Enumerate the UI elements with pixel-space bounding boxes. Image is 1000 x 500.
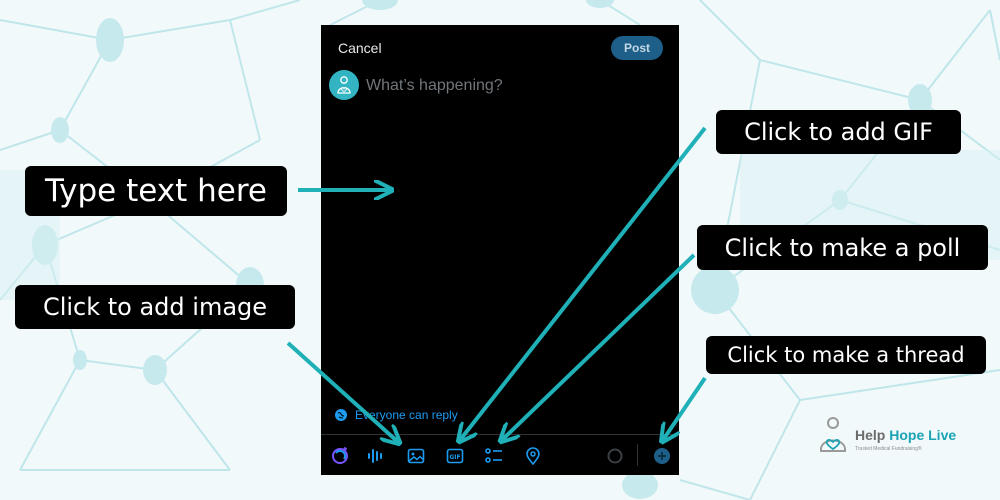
logo-word-hope-live: Hope Live <box>889 427 957 443</box>
character-count-ring <box>604 445 626 467</box>
user-avatar-icon <box>337 76 351 94</box>
progress-ring-icon <box>607 448 623 464</box>
svg-text:GIF: GIF <box>449 454 460 461</box>
add-thread-button[interactable] <box>651 445 673 467</box>
reply-setting-label: Everyone can reply <box>355 408 458 422</box>
toolbar-separator <box>637 444 638 466</box>
logo-heart-person-icon <box>820 417 846 452</box>
location-button[interactable] <box>522 445 544 467</box>
location-icon <box>526 447 540 465</box>
help-hope-live-logo: Help Hope Live Trusted Medical Fundraisi… <box>815 415 965 461</box>
callout-make-thread: Click to make a thread <box>706 336 986 374</box>
toolbar-divider <box>321 434 679 435</box>
poll-icon <box>485 448 502 463</box>
callout-type-text: Type text here <box>25 166 287 216</box>
callout-add-gif: Click to add GIF <box>716 110 961 154</box>
grok-button[interactable] <box>329 445 351 467</box>
audio-icon <box>368 449 382 463</box>
add-image-button[interactable] <box>405 445 427 467</box>
grok-icon <box>332 447 348 464</box>
post-composer-screen: Cancel Post Everyone can reply <box>321 25 679 475</box>
logo-word-help: Help <box>855 427 890 443</box>
logo-tagline: Trusted Medical Fundraising® <box>855 446 922 452</box>
composer-top-bar: Cancel Post <box>321 25 679 70</box>
gif-icon: GIF <box>446 448 464 464</box>
cancel-button[interactable]: Cancel <box>338 40 382 56</box>
audio-button[interactable] <box>365 445 387 467</box>
logo-wordmark: Help Hope Live <box>855 427 956 443</box>
avatar[interactable] <box>329 70 359 100</box>
post-button[interactable]: Post <box>611 36 663 60</box>
callout-add-image: Click to add image <box>15 285 295 329</box>
add-gif-button[interactable]: GIF <box>444 445 466 467</box>
composer-text-input[interactable] <box>366 76 656 96</box>
callout-make-poll: Click to make a poll <box>697 225 988 270</box>
image-icon <box>407 448 425 464</box>
poll-button[interactable] <box>483 445 505 467</box>
reply-setting-button[interactable]: Everyone can reply <box>335 408 458 422</box>
add-thread-icon <box>654 448 670 464</box>
globe-icon <box>335 409 347 421</box>
